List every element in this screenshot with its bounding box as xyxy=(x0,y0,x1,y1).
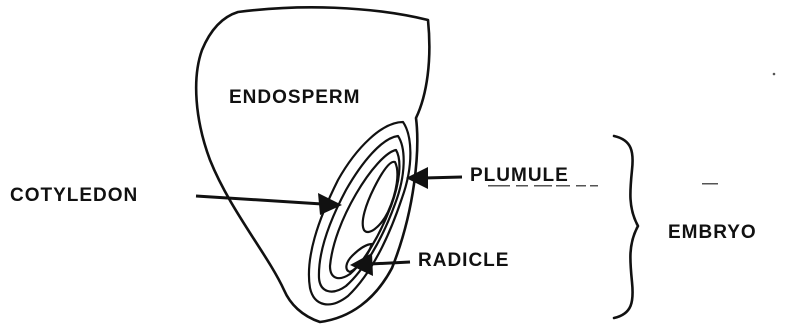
embryo-label: EMBRYO xyxy=(668,222,757,243)
cotyledon-label: COTYLEDON xyxy=(10,185,138,206)
plumule-label: PLUMULE xyxy=(470,165,569,186)
embryo-brace xyxy=(614,136,638,318)
endosperm-label: ENDOSPERM xyxy=(229,87,360,108)
kernel-outline xyxy=(196,7,429,322)
plumule-shape xyxy=(363,162,398,232)
cotyledon-arrow xyxy=(196,193,342,215)
embryo-contours xyxy=(309,122,410,304)
radicle-label: RADICLE xyxy=(418,250,509,271)
